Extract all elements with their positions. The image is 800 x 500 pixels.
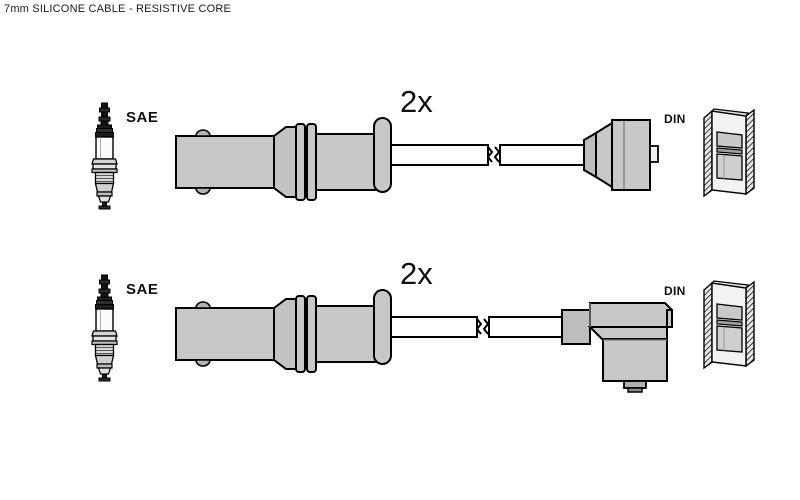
distributor-cap-icon (703, 108, 755, 197)
cable-break-symbol (476, 318, 489, 335)
boot-tab-top (195, 129, 211, 137)
cable-segment-right (488, 316, 563, 338)
din-connector-neck (583, 131, 597, 179)
boot-barrel (175, 135, 275, 189)
boot-ridge-1 (295, 295, 306, 373)
lower-assembly: SAE 2x (91, 256, 755, 393)
boot-flange (373, 117, 392, 193)
angled-connector-terminal (623, 380, 647, 389)
boot-mid-barrel (315, 305, 377, 363)
boot-shoulder (273, 298, 297, 370)
boot-barrel (175, 307, 275, 361)
cable-segment-left (390, 316, 478, 338)
boot-ridge-1 (295, 123, 306, 201)
angled-connector-inlet (561, 309, 591, 345)
cable-segment-right (499, 144, 585, 166)
din-label: DIN (664, 284, 686, 298)
quantity-label: 2x (400, 256, 433, 291)
din-connector-taper (595, 121, 613, 189)
boot-ridge-2 (306, 123, 317, 201)
distributor-cap-icon (703, 280, 755, 369)
sae-label: SAE (126, 109, 158, 126)
angled-connector-terminal-tip (627, 387, 643, 393)
boot-shoulder (273, 126, 297, 198)
angled-connector-body (602, 338, 668, 382)
din-label: DIN (664, 112, 686, 126)
cable-break-symbol (487, 146, 500, 163)
boot-tab-bottom (195, 359, 211, 367)
page-title: 7mm SILICONE CABLE - RESISTIVE CORE (4, 3, 231, 15)
angled-connector-arm (589, 302, 673, 328)
boot-ridge-2 (306, 295, 317, 373)
boot-flange (373, 289, 392, 365)
din-connector-tab (649, 145, 659, 163)
boot-mid-barrel (315, 133, 377, 191)
sae-label: SAE (126, 281, 158, 298)
spark-plug-icon (91, 102, 118, 210)
cable-segment-left (390, 144, 489, 166)
boot-tab-bottom (195, 187, 211, 195)
boot-tab-top (195, 301, 211, 309)
spark-plug-icon (91, 274, 118, 382)
din-connector-body (611, 119, 651, 191)
quantity-label: 2x (400, 84, 433, 119)
upper-assembly: SAE 2x (91, 84, 755, 210)
